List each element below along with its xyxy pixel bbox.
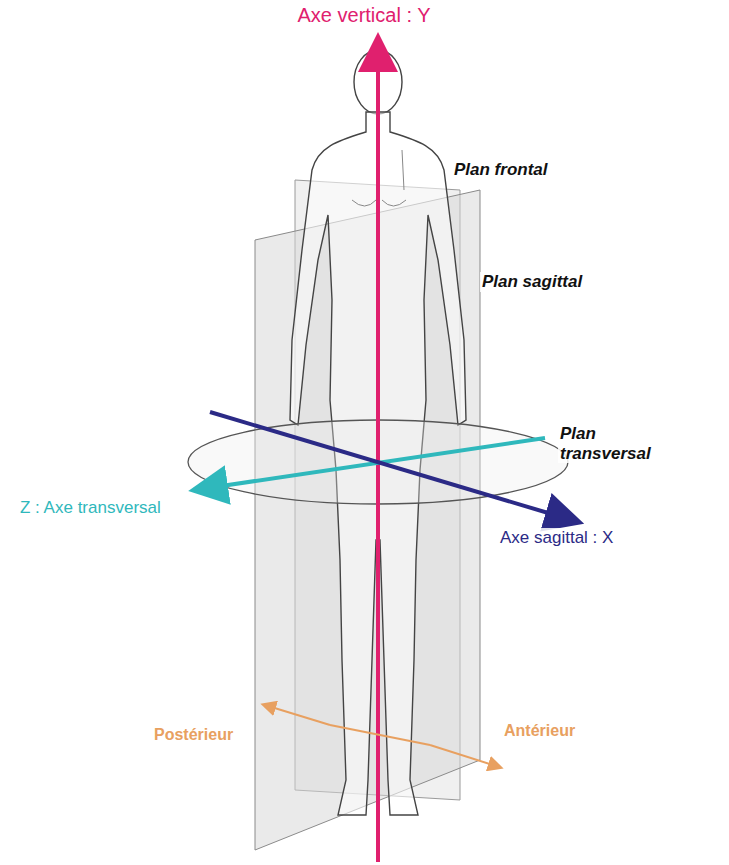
- plane-label: Plan transversal: [558, 424, 672, 463]
- sagittal-axis: [210, 412, 565, 518]
- posterior-arrow: [268, 706, 330, 725]
- plane-label: Plan frontal: [452, 160, 550, 180]
- axis-label: Axe sagittal : X: [498, 528, 632, 548]
- axis-label: Axe vertical : Y: [295, 4, 432, 27]
- antero-posterior-line: [330, 725, 430, 745]
- plane-label: Plan sagittal: [480, 272, 584, 292]
- direction-label: Postérieur: [152, 726, 235, 744]
- direction-label: Antérieur: [502, 722, 577, 740]
- anterior-arrow: [430, 745, 496, 766]
- axis-label: Z : Axe transversal: [18, 498, 163, 518]
- vertical-axis: [376, 52, 380, 862]
